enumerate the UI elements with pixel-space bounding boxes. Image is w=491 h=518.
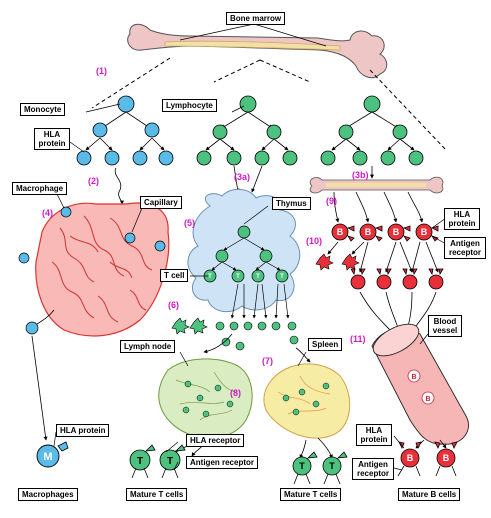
step-2: (2)	[88, 176, 99, 186]
t-cell-letter: T	[137, 456, 143, 467]
step-6: (6)	[168, 300, 179, 310]
step-7: (7)	[262, 356, 273, 366]
b-cell-letter: B	[337, 227, 344, 237]
macrophage-label: Macrophage	[12, 182, 68, 196]
label-leader-lines	[53, 23, 447, 471]
step-11: (11)	[350, 334, 366, 344]
lymphocyte-label: Lymphocyte	[162, 99, 217, 113]
t-cell-letter: T	[236, 274, 240, 280]
lymphocyte-lineage	[196, 95, 298, 193]
bone-dashed-line-left	[91, 57, 171, 109]
lymph-node-label: Lymph node	[120, 340, 176, 354]
step-3a: (3a)	[234, 172, 251, 182]
arrow-to-macrophage	[31, 335, 48, 441]
spleen-label: Spleen	[308, 338, 343, 352]
t-cell-letter: T	[208, 274, 212, 280]
lymph-node	[158, 358, 253, 457]
b-cell-letter: B	[425, 396, 430, 403]
step-4: (4)	[42, 208, 53, 218]
mature-t-cells-spleen	[292, 451, 348, 485]
b-lymphocyte-lineage	[320, 95, 424, 179]
macrophages-small	[18, 206, 166, 335]
small-bone	[309, 176, 444, 194]
bone-dashed-line-mid-right	[259, 59, 311, 83]
t-cell-letter: T	[329, 461, 335, 471]
mature-t-letters-lymph: T T	[137, 456, 173, 467]
hla-receptor-label: HLA receptor	[186, 434, 245, 448]
big-macrophage: M	[36, 441, 69, 468]
mature-t-cells-label-spleen: Mature T cells	[280, 488, 342, 502]
bone-marrow-bone	[127, 23, 388, 79]
t-cell-letter: T	[167, 456, 173, 467]
t-cell-migration-arrows	[203, 333, 311, 363]
released-t-cells	[215, 321, 299, 351]
hla-protein-label-macrophage: HLA protein	[56, 424, 110, 438]
macrophages-label: Macrophages	[18, 488, 78, 502]
thymus-label: Thymus	[272, 197, 311, 211]
macrophage-letter: M	[43, 451, 52, 463]
mature-t-letters-spleen: T T	[299, 461, 335, 471]
mature-b-cells	[397, 441, 458, 477]
hla-protein-label-b: HLA protein	[444, 208, 480, 231]
mature-t-cells-lymph	[129, 444, 186, 479]
monocyte-label: Monocyte	[20, 103, 66, 117]
step-9: (9)	[326, 196, 337, 206]
capillary-label: Capillary	[140, 196, 182, 210]
b-cell-letter: B	[411, 374, 416, 381]
bone-dashed-line-right	[369, 69, 447, 151]
capillary-bed	[33, 202, 170, 337]
monocyte-lineage	[76, 95, 174, 205]
hla-protein-label-mature-b: HLA protein	[356, 424, 392, 447]
step-8: (8)	[230, 388, 241, 398]
b-cells-row2	[350, 268, 444, 290]
mature-b-cells-label: Mature B cells	[398, 488, 461, 502]
spleen	[263, 363, 351, 459]
step-5: (5)	[184, 218, 195, 228]
rejected-t-cells	[171, 317, 208, 335]
antigen-receptor-label-mature-b: Antigen receptor	[352, 458, 394, 481]
step-1: (1)	[96, 66, 107, 76]
bone-marrow-label: Bone marrow	[226, 12, 286, 26]
bone-dashed-line-mid-left	[213, 59, 261, 83]
antigen-receptor-label-t: Antigen receptor	[186, 456, 259, 470]
b-cell-letter: B	[393, 227, 400, 237]
t-cell-label: T cell	[160, 269, 189, 283]
t-cell-letter: T	[256, 274, 260, 280]
hla-protein-label-monocyte: HLA protein	[34, 128, 70, 151]
b-cell-letter: B	[365, 227, 372, 237]
antigen-receptor-label-b: Antigen receptor	[444, 237, 486, 260]
rejected-b-cells	[315, 253, 360, 271]
blood-vessel-label: Blood vessel	[428, 315, 462, 338]
b-cell-letters-row1: B B B B	[337, 227, 428, 237]
b-cell-letter: B	[443, 453, 450, 463]
step-10: (10)	[306, 236, 323, 246]
b-cell-letter: B	[421, 227, 428, 237]
t-cell-letter: T	[280, 274, 284, 280]
t-cell-letter: T	[299, 461, 305, 471]
step-3b: (3b)	[352, 170, 369, 180]
mature-t-cells-label-lymph: Mature T cells	[126, 488, 188, 502]
mature-b-letters: B B	[407, 453, 450, 463]
b-cell-letter: B	[407, 453, 414, 463]
thymus-organ: T T T T	[187, 189, 301, 319]
